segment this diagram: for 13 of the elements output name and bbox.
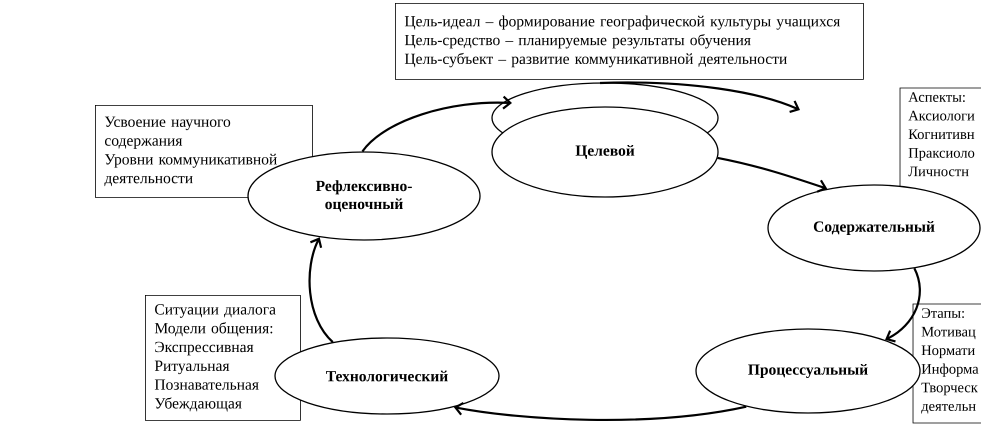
node-label: Процессуальный [748,364,868,378]
curved-arrow [600,81,800,113]
curved-arrow [454,402,746,421]
node-label: Содержательный [814,221,934,235]
text-box: Аспекты: Аксиологи Когнитивн Праксиоло Личностн [900,88,981,200]
curved-arrow [717,156,828,193]
curved-arrow [362,96,512,152]
curved-arrow [885,268,921,342]
curved-arrow [308,237,334,343]
text-box: Этапы: Мотивац Нормати Информа Творческ деятельн [912,304,981,424]
text-box: Цель-идеал – формирование географической культуры учащихся Цель-средство – планируемые результаты обучения Цель-субъект – развитие коммуникативной деятельности [395,3,864,80]
node-label: Технологический [326,370,448,382]
text-box: Ситуации диалога Модели общения: Экспрессивная Ритуальная Познавательная Убеждающая [145,295,301,421]
